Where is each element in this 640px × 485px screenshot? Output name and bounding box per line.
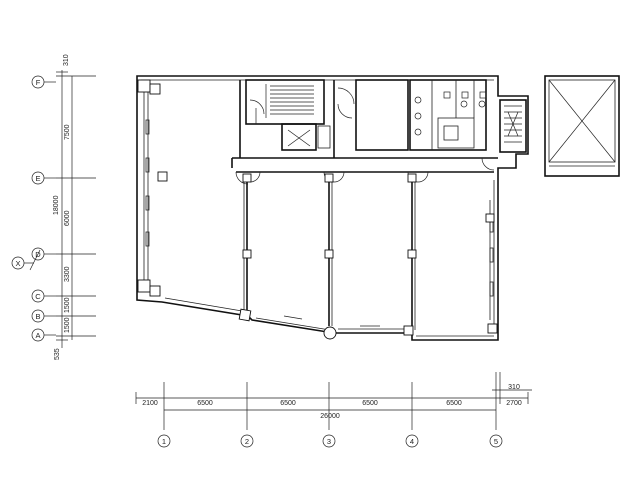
axis-bubble-3 [322,434,336,448]
axis-label-3: 3 [327,437,331,446]
dim-left-535: 535 [54,348,61,360]
column [137,279,151,293]
axis-label-5: 5 [494,437,498,446]
toilet-fixture [414,112,422,120]
column [157,171,168,182]
axis-label-1: 1 [162,437,166,446]
column [149,285,161,297]
stair-treads [265,84,314,118]
dim-left-310: 310 [63,54,70,66]
column [149,83,161,95]
dim-left-7500: 7500 [64,124,71,140]
dim-bottom-310: 310 [508,384,520,391]
column [407,249,417,259]
axis-label-X: X [15,259,20,268]
toilet-block [409,79,487,151]
left-dimension-system: F E D X C B A 310 7500 6000 3300 1500 15… [11,54,96,360]
column [324,249,334,259]
column [485,213,495,223]
column [137,79,151,93]
axis-label-A: A [35,331,40,340]
column [323,326,337,340]
axis-label-E: E [35,174,40,183]
dim-left-3300: 3300 [64,266,71,282]
toilet-fixture [443,91,451,99]
axis-label-2: 2 [245,437,249,446]
axis-label-C: C [35,292,41,301]
axis-bubble-5 [489,434,503,448]
column [324,173,334,183]
toilet-fixture [414,128,422,136]
core-area [231,79,527,185]
dim-left-1500b: 1500 [64,317,71,333]
axis-label-B: B [35,312,40,321]
column [242,173,252,183]
shaft-room [355,79,409,151]
axis-label-F: F [36,78,41,87]
column [403,325,414,336]
axis-bubble-1 [157,434,171,448]
toilet-fixture [461,91,469,99]
dim-bottom-2700: 2700 [506,400,522,407]
axis-label-4: 4 [410,437,414,446]
building-outline [136,75,529,341]
skylight-box [544,75,620,177]
toilet-fixture [479,91,487,99]
dim-bottom-6500d: 6500 [446,400,462,407]
dim-bottom-6500a: 6500 [197,400,213,407]
dim-bottom-6500c: 6500 [362,400,378,407]
toilet-fixture [460,100,468,108]
column [242,249,252,259]
elevator-shaft [281,123,317,151]
column [487,323,498,334]
stair-block-2 [499,99,527,153]
bottom-dimension-system: 2100 6500 6500 6500 6500 2700 310 26000 … [135,372,532,448]
axis-bubble-4 [405,434,419,448]
axis-label-D: D [35,250,41,259]
dim-bottom-2100: 2100 [142,400,158,407]
dim-bottom-6500b: 6500 [280,400,296,407]
toilet-fixture [414,96,422,104]
dim-left-6000: 6000 [64,210,71,226]
dim-bottom-total: 26000 [320,413,340,420]
toilet-fixture [478,100,486,108]
axis-bubble-2 [240,434,254,448]
dim-left-1500a: 1500 [64,297,71,313]
dim-left-total: 18000 [53,195,60,215]
column [238,308,252,322]
structural-columns [137,79,498,340]
column [407,173,417,183]
